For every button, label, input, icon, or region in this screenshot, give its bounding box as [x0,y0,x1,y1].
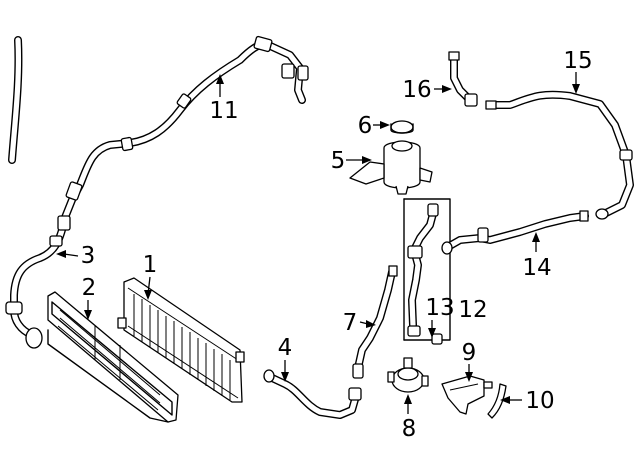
part-2-air-shutter [47,291,179,423]
callout-10: 10 [525,388,554,414]
callout-labels: 1 2 3 4 5 6 7 8 9 10 11 12 13 14 15 16 [81,48,593,442]
callout-16: 16 [402,77,431,103]
callout-15: 15 [563,48,592,74]
callout-13: 13 [425,295,454,321]
callout-14: 14 [522,255,551,281]
part-5-expansion-tank [349,140,433,195]
part-9-bracket [441,375,493,415]
part-12-hose-assembly [403,198,451,341]
callout-8: 8 [402,416,417,442]
callout-5: 5 [331,148,346,174]
callout-4: 4 [278,335,293,361]
part-11-coolant-hose [8,35,309,224]
louver-slats [133,294,231,400]
part-16-hose [448,51,478,107]
callout-11: 11 [209,98,238,124]
part-1-louver-panel [117,277,245,403]
part-8-pump [387,357,429,393]
callout-3: 3 [81,243,96,269]
part-6-reservoir-cap [390,120,414,134]
part-10-clip [487,383,507,419]
part-3-hose [5,215,71,349]
part-4-lower-hose [263,369,362,419]
part-13-connector [431,333,443,345]
callout-7: 7 [343,310,358,336]
callout-6: 6 [358,113,373,139]
callout-12: 12 [458,297,487,323]
part-15-hose [485,90,634,220]
leader-lines [56,72,580,414]
callout-2: 2 [82,275,97,301]
callout-9: 9 [462,340,477,366]
part-14-hose [441,210,589,255]
callout-1: 1 [143,252,158,278]
part-7-pipe [352,265,398,379]
